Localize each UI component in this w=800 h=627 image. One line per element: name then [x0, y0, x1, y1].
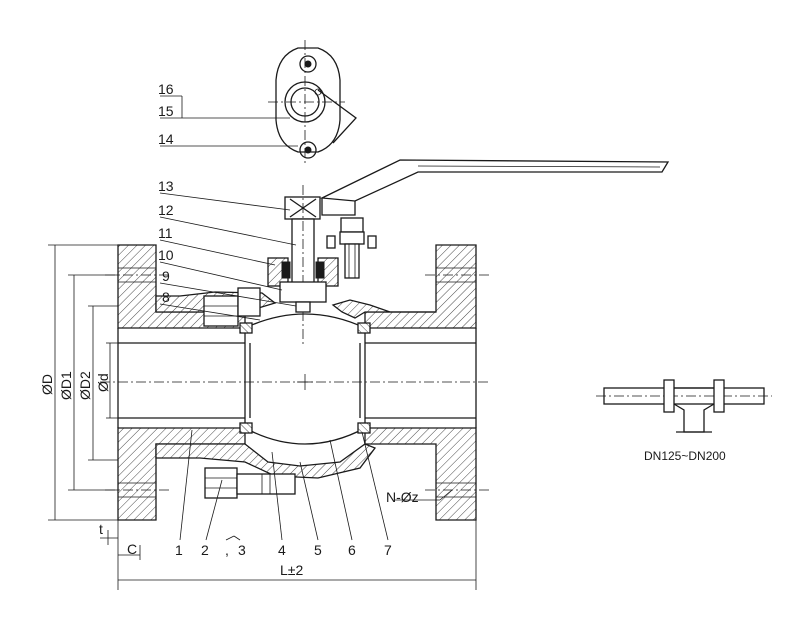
dim-outer-diameter: ØD [39, 374, 55, 395]
callout-16: 16 [158, 81, 174, 97]
callout-3: 3 [238, 542, 246, 558]
dim-d2: ØD2 [77, 371, 93, 400]
handle-lever [319, 159, 670, 216]
stem-assembly [267, 185, 339, 345]
callout-9: 9 [162, 268, 170, 284]
dim-thickness: t [99, 521, 103, 537]
dim-d1: ØD1 [58, 371, 74, 400]
callout-4: 4 [278, 542, 286, 558]
callout-6: 6 [348, 542, 356, 558]
callout-numbers: 16 15 14 13 12 11 10 9 8 1 2 3 4 5 6 7 , [158, 81, 392, 558]
valve-body-section [100, 244, 490, 521]
dimension-labels: ØD ØD1 ØD2 Ød t C L±2 N-Øz [39, 371, 419, 578]
callout-5: 5 [314, 542, 322, 558]
inset-caption: DN125~DN200 [644, 449, 726, 463]
dim-bore: Ød [95, 373, 111, 392]
stop-screw [326, 217, 377, 279]
dimension-lines [48, 244, 477, 590]
handle-plate-top-view [268, 40, 357, 165]
body-bolt-upper [203, 287, 261, 327]
callout-15: 15 [158, 103, 174, 119]
callout-8: 8 [162, 289, 170, 305]
inset-side-view: DN125~DN200 [596, 379, 772, 463]
dim-length: L±2 [280, 562, 303, 578]
callout-13: 13 [158, 178, 174, 194]
callout-11: 11 [158, 225, 173, 241]
callout-7: 7 [384, 542, 392, 558]
callout-separator: , [225, 542, 229, 558]
callout-leaders [159, 95, 389, 541]
callout-12: 12 [158, 202, 174, 218]
callout-1: 1 [175, 542, 183, 558]
callout-14: 14 [158, 131, 174, 147]
dim-c: C [127, 541, 137, 557]
callout-2: 2 [201, 542, 209, 558]
callout-10: 10 [158, 247, 174, 263]
dim-bolt-holes: N-Øz [386, 489, 419, 505]
